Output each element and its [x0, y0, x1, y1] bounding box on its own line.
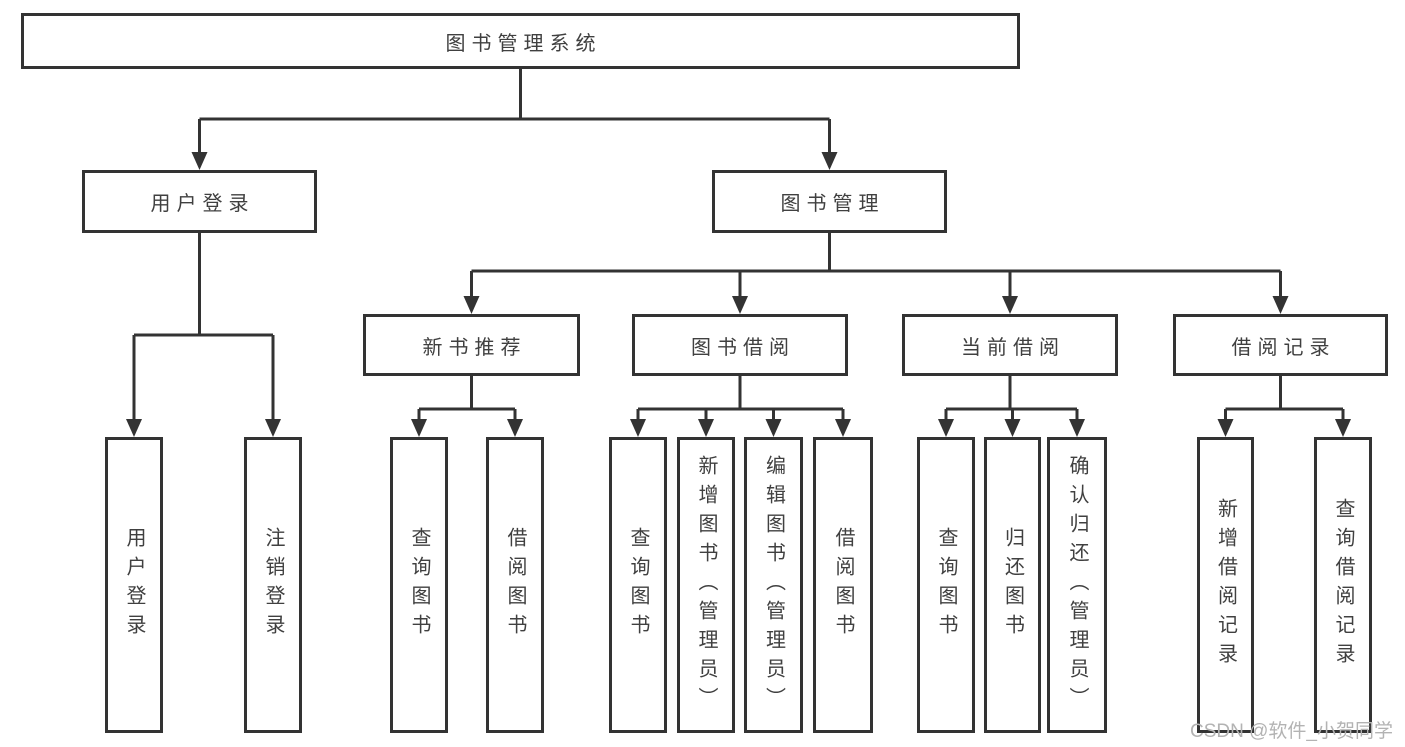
leaf-label: 借阅图书: [832, 527, 854, 643]
arrowhead-icon: [126, 419, 142, 437]
arrowhead-icon: [507, 419, 523, 437]
arrowhead-icon: [938, 419, 954, 437]
arrowhead-icon: [1272, 296, 1289, 314]
arrowhead-icon: [1004, 419, 1021, 437]
leaf-add-borrow-record: 新增借阅记录: [1197, 437, 1254, 733]
node-current-borrowing: 当前借阅: [902, 314, 1118, 376]
leaf-label: 用户登录: [123, 527, 145, 643]
leaf-label: 查询图书: [627, 527, 649, 643]
arrowhead-icon: [463, 296, 480, 314]
arrowhead-icon: [1069, 419, 1085, 437]
arrowhead-icon: [1002, 296, 1018, 314]
leaf-edit-book-admin: 编辑图书（管理员）: [744, 437, 803, 733]
arrowhead-icon: [1335, 419, 1351, 437]
node-user-login: 用户登录: [82, 170, 317, 233]
leaf-confirm-return-admin: 确认归还（管理员）: [1047, 437, 1107, 733]
arrowhead-icon: [191, 152, 208, 170]
leaf-return-books: 归还图书: [984, 437, 1041, 733]
leaf-label: 编辑图书（管理员）: [762, 454, 785, 716]
node-book-borrowing: 图书借阅: [632, 314, 848, 376]
leaf-query-borrow-record: 查询借阅记录: [1314, 437, 1372, 733]
leaf-label: 注销登录: [262, 527, 284, 643]
arrowhead-icon: [1217, 419, 1234, 437]
leaf-user-login: 用户登录: [105, 437, 163, 733]
leaf-query-books-borrowing: 查询图书: [609, 437, 667, 733]
leaf-label: 查询图书: [408, 527, 430, 643]
leaf-label: 归还图书: [1001, 527, 1024, 643]
leaf-label: 新增借阅记录: [1214, 498, 1237, 672]
csdn-watermark: CSDN @软件_小贺同学: [1190, 721, 1393, 742]
leaf-label: 新增图书（管理员）: [695, 454, 717, 716]
arrowhead-icon: [835, 419, 851, 437]
node-new-book-recommend: 新书推荐: [363, 314, 580, 376]
arrowhead-icon: [821, 152, 838, 170]
arrowhead-icon: [765, 419, 782, 437]
arrowhead-icon: [411, 419, 427, 437]
leaf-query-books-current: 查询图书: [917, 437, 975, 733]
node-book-management: 图书管理: [712, 170, 947, 233]
arrowhead-icon: [265, 419, 281, 437]
leaf-logout: 注销登录: [244, 437, 302, 733]
arrowhead-icon: [732, 296, 748, 314]
arrowhead-icon: [630, 419, 646, 437]
leaf-label: 查询借阅记录: [1332, 498, 1354, 672]
leaf-borrow-books-newbook: 借阅图书: [486, 437, 544, 733]
leaf-label: 确认归还（管理员）: [1066, 454, 1088, 716]
leaf-add-book-admin: 新增图书（管理员）: [677, 437, 735, 733]
leaf-label: 查询图书: [935, 527, 957, 643]
arrowhead-icon: [698, 419, 714, 437]
node-root-library-system: 图书管理系统: [21, 13, 1020, 69]
leaf-borrow-books-borrowing: 借阅图书: [813, 437, 873, 733]
leaf-label: 借阅图书: [504, 527, 526, 643]
node-borrowing-records: 借阅记录: [1173, 314, 1388, 376]
leaf-query-books-newbook: 查询图书: [390, 437, 448, 733]
